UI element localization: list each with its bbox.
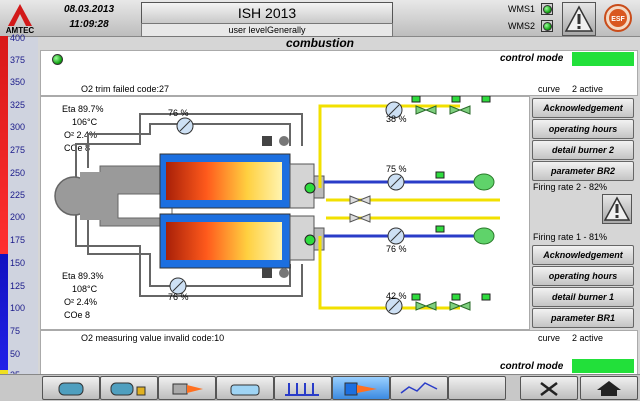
parameter-br2-button[interactable]: parameter BR2: [532, 161, 634, 181]
coe-value: COe 8: [64, 310, 91, 320]
efficiency-value: Eta 89.3%: [62, 271, 104, 281]
o2-value: O² 2.4%: [64, 130, 98, 140]
brand-name: AMTEC: [6, 26, 35, 34]
scale-label: 350: [10, 77, 26, 87]
warning-icon: [603, 196, 631, 221]
boiler-overview-button[interactable]: [42, 376, 100, 400]
air-valve-1-percent: 42 %: [386, 291, 407, 301]
scale-label: 125: [10, 281, 26, 291]
burner1-stats: Eta 89.3% 108°C O² 2.4% COe 8: [62, 270, 104, 322]
status-message: O2 measuring value invalid code:10: [81, 333, 225, 343]
scale-label: 50: [10, 349, 21, 359]
home-button[interactable]: [580, 376, 638, 400]
combustion-icon: [344, 382, 377, 396]
temperature-scale-high: [0, 36, 8, 254]
wms1-label: WMS1: [508, 4, 535, 14]
burner-icon: [172, 383, 203, 395]
wms2-label: WMS2: [508, 21, 535, 31]
operating-hours-button[interactable]: operating hours: [532, 266, 634, 286]
boiler-lock-icon: [110, 382, 146, 396]
page-title: ISH 2013: [141, 2, 393, 24]
warning-icon: [564, 5, 594, 32]
air-valve-2-percent: 38 %: [386, 114, 407, 124]
acknowledgement-button[interactable]: Acknowledgement: [532, 98, 634, 118]
curve-value: 2 active: [572, 84, 604, 94]
tank-icon: [230, 384, 260, 396]
status-message: O2 trim failed code:27: [81, 84, 170, 94]
wms1-indicator: [541, 3, 553, 15]
tank-button[interactable]: [216, 376, 274, 400]
scale-label: 200: [10, 212, 26, 222]
empty-button[interactable]: [448, 376, 506, 400]
scale-label: 100: [10, 303, 26, 313]
status-led: [52, 54, 63, 65]
efficiency-value: Eta 89.7%: [62, 104, 104, 114]
acknowledgement-button[interactable]: Acknowledgement: [532, 245, 634, 265]
scale-label: 75: [10, 326, 21, 336]
warning-button[interactable]: [562, 2, 596, 36]
damper-bottom-percent: 76 %: [168, 292, 189, 302]
date-time-box: 08.03.2013 11:09:28: [44, 2, 134, 34]
scale-label: 325: [10, 100, 26, 110]
burner2-stats: Eta 89.7% 106°C O² 2.4% COe 8: [62, 103, 104, 155]
burner-button[interactable]: [158, 376, 216, 400]
control-mode-label: control mode: [500, 53, 564, 64]
firing-rate-2: Firing rate 2 - 82%: [533, 182, 608, 192]
curve-label: curve: [538, 333, 561, 343]
svg-text:ESF: ESF: [611, 16, 625, 23]
wms2-indicator: [541, 20, 553, 32]
scale-label: 275: [10, 145, 26, 155]
time-display: 11:09:28: [69, 19, 109, 30]
date-display: 08.03.2013: [63, 4, 115, 15]
parameter-br1-button[interactable]: parameter BR1: [532, 308, 634, 328]
combustion-button[interactable]: [332, 376, 390, 400]
scale-label: 375: [10, 55, 26, 65]
coe-value: COe 8: [64, 143, 91, 153]
curve-value: 2 active: [572, 333, 604, 343]
o2-value: O² 2.4%: [64, 297, 98, 307]
boiler-lock-button[interactable]: [100, 376, 158, 400]
scale-label: 250: [10, 168, 26, 178]
home-icon: [597, 381, 621, 396]
trend-button[interactable]: [390, 376, 448, 400]
user-level[interactable]: user levelGenerally: [141, 23, 393, 37]
amtec-logo: AMTEC: [2, 2, 38, 35]
scale-label: 400: [10, 33, 26, 43]
trend-icon: [400, 382, 438, 394]
temperature-value: 108°C: [72, 284, 98, 294]
pump-icon: [285, 383, 319, 396]
burner-warning-button[interactable]: [602, 194, 632, 224]
firing-rate-1: Firing rate 1 - 81%: [533, 232, 608, 242]
section-title: combustion: [286, 36, 354, 50]
gas-valve-1-percent: 76 %: [386, 244, 407, 254]
pump-button[interactable]: [274, 376, 332, 400]
scale-label: 175: [10, 235, 26, 245]
tools-icon: [540, 382, 558, 396]
control-mode-label: control mode: [500, 361, 564, 372]
scale-label: 300: [10, 122, 26, 132]
tools-button[interactable]: [520, 376, 578, 400]
detail-burner-2-button[interactable]: detail burner 2: [532, 140, 634, 160]
gas-valve-2-percent: 75 %: [386, 164, 407, 174]
temperature-scale-low: [0, 254, 8, 370]
upper-status-panel: [40, 50, 638, 96]
lower-status-panel: [40, 330, 638, 376]
esf-logo: ESF: [600, 3, 636, 33]
temperature-value: 106°C: [72, 117, 98, 127]
curve-label: curve: [538, 84, 561, 94]
control-mode-indicator[interactable]: [572, 52, 634, 66]
operating-hours-button[interactable]: operating hours: [532, 119, 634, 139]
boiler-icon: [58, 382, 84, 396]
detail-burner-1-button[interactable]: detail burner 1: [532, 287, 634, 307]
scale-label: 150: [10, 258, 26, 268]
control-mode-indicator[interactable]: [572, 359, 634, 373]
boiler-diagram: [54, 96, 500, 315]
scale-label: 225: [10, 190, 26, 200]
damper-top-percent: 76 %: [168, 108, 189, 118]
